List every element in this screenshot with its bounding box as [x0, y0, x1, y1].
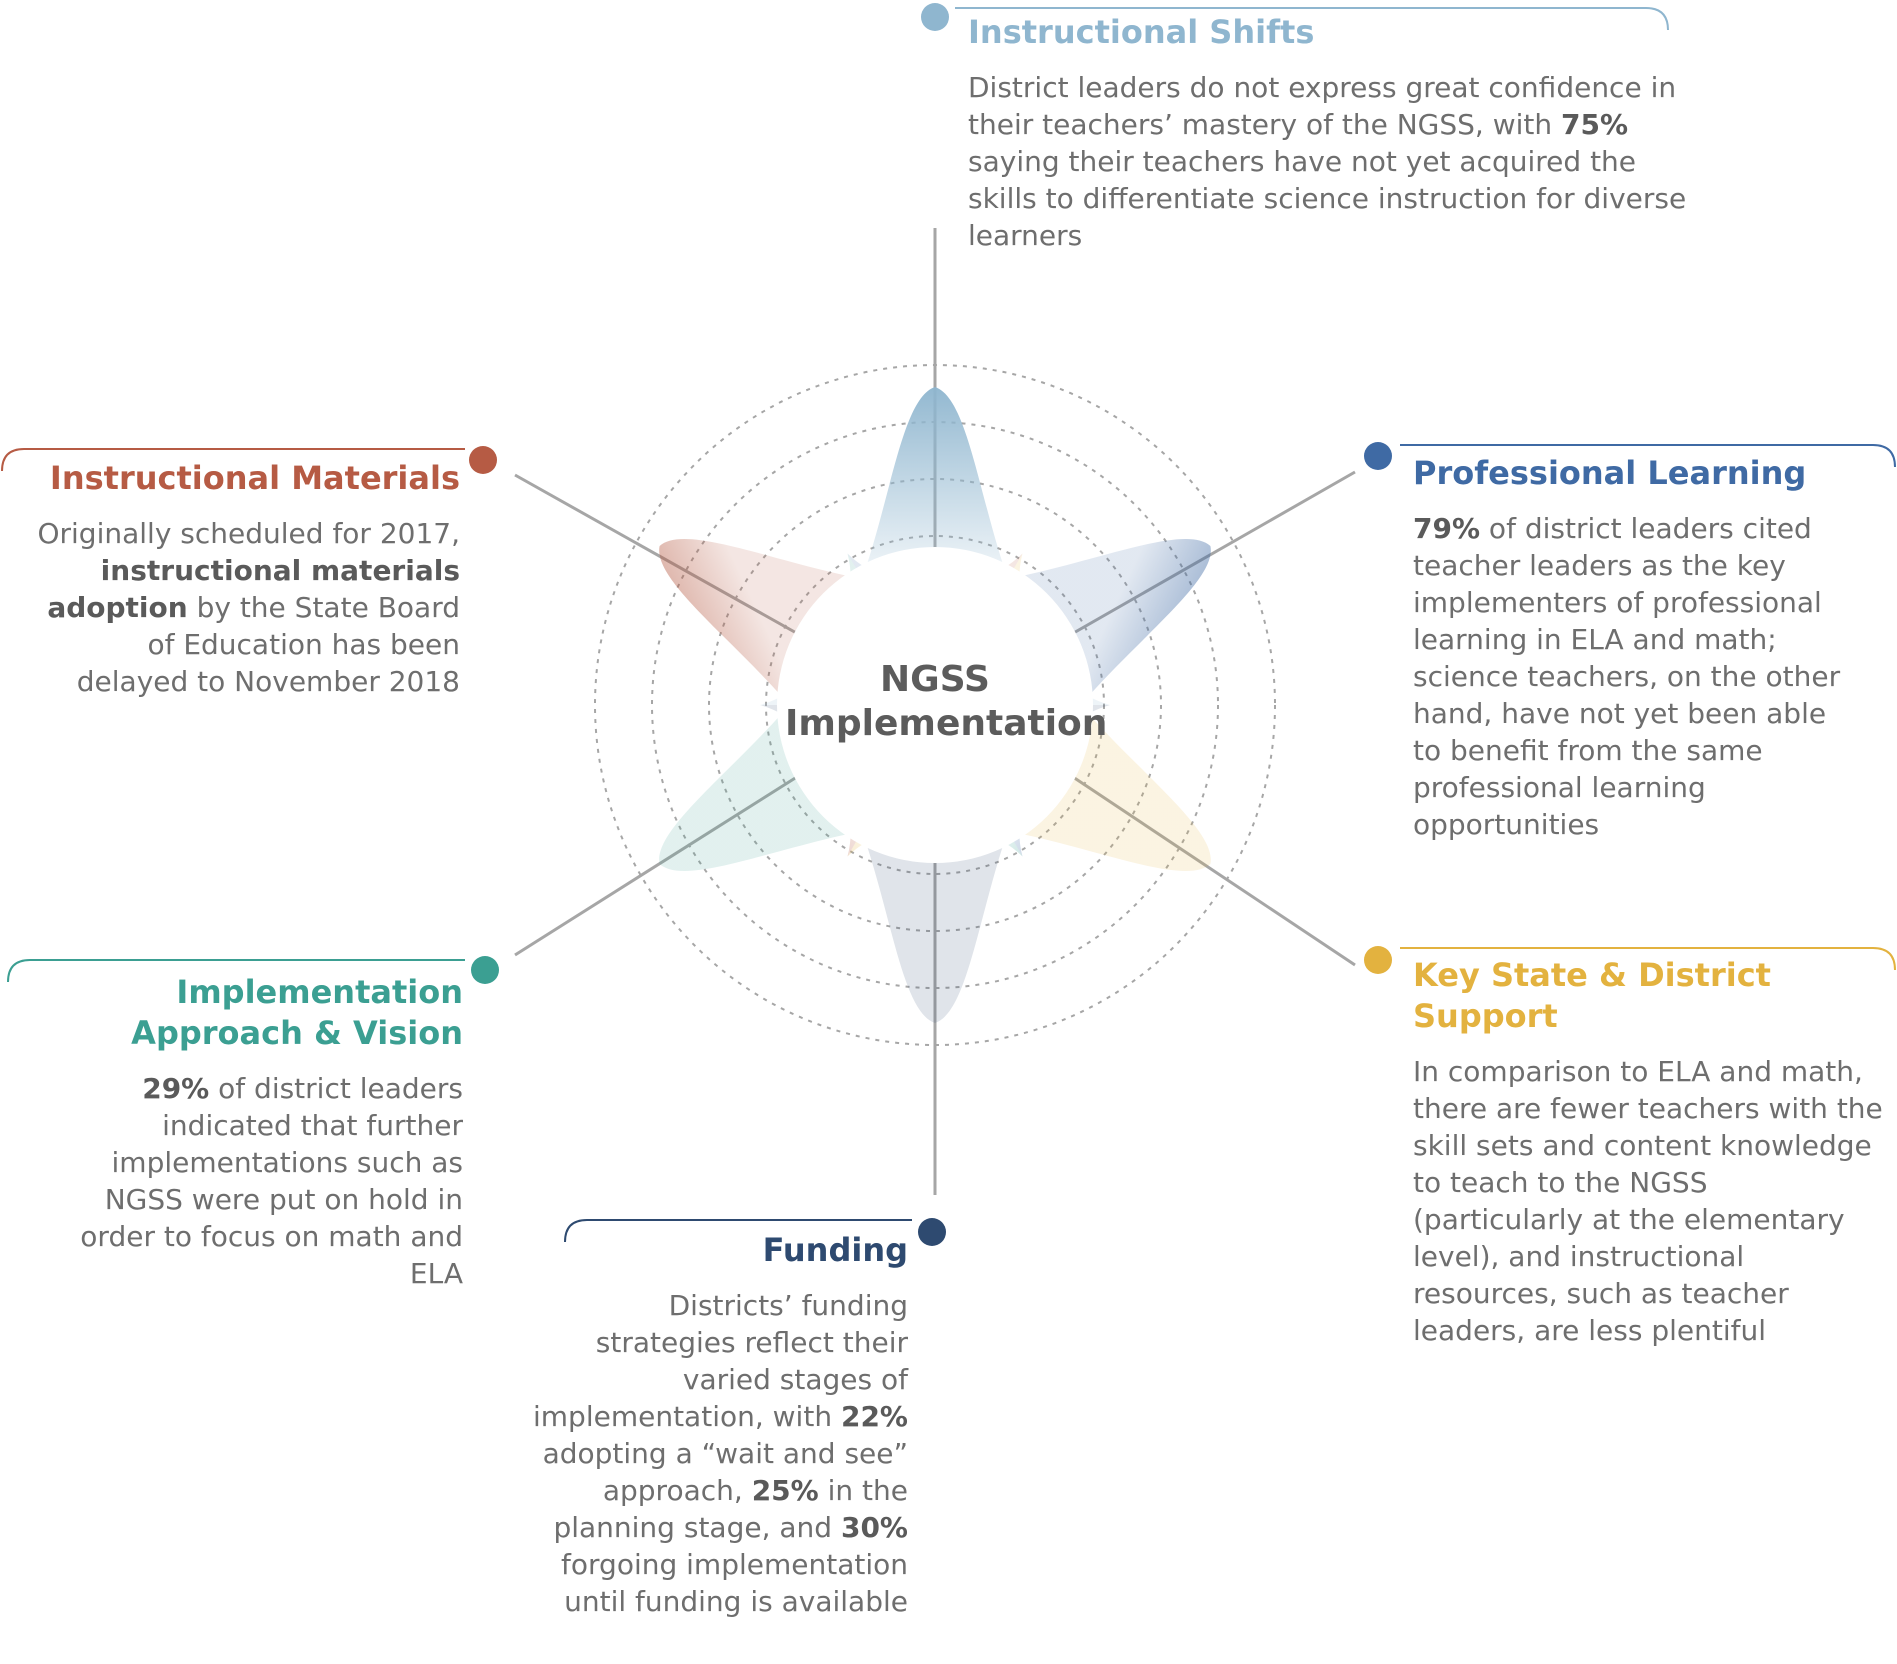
panel-body-funding: Districts’ funding strategies reflect th…: [520, 1287, 908, 1620]
panel-funding: Funding Districts’ funding strategies re…: [520, 1230, 908, 1620]
stat-highlight: 30%: [840, 1510, 908, 1544]
panel-professional-learning: Professional Learning 79% of district le…: [1413, 453, 1863, 843]
body-text: forgoing implementation until funding is…: [561, 1547, 908, 1618]
stat-highlight: 29%: [142, 1071, 210, 1105]
dot-instructional-materials: [469, 446, 497, 474]
dot-instructional-shifts: [921, 3, 949, 31]
panel-instructional-materials: Instructional Materials Originally sched…: [30, 458, 460, 700]
panel-key-state-district-support: Key State & District Support In comparis…: [1413, 955, 1883, 1349]
bracket-implementation-approach: [7, 959, 465, 983]
dot-funding: [918, 1218, 946, 1246]
body-text: by the State Board of Education has been…: [76, 590, 460, 698]
panel-title-funding: Funding: [762, 1231, 908, 1269]
panel-title-key-support: Key State & District Support: [1413, 956, 1771, 1035]
panel-body-key-support: In comparison to ELA and math, there are…: [1413, 1054, 1883, 1347]
bracket-key-support: [1400, 947, 1896, 971]
body-text: Districts’ funding strategies reflect th…: [533, 1288, 908, 1433]
panel-body-instructional-shifts: District leaders do not express great co…: [968, 69, 1688, 254]
panel-instructional-shifts: Instructional Shifts District leaders do…: [968, 12, 1688, 254]
panel-dots: [469, 3, 1392, 1246]
body-text: of district leaders cited teacher leader…: [1413, 511, 1841, 841]
stat-highlight: 79%: [1413, 511, 1481, 545]
body-text: saying their teachers have not yet acqui…: [968, 144, 1687, 252]
stat-highlight: 25%: [751, 1473, 819, 1507]
panel-body-instructional-materials: Originally scheduled for 2017, instructi…: [30, 515, 460, 700]
bracket-instructional-shifts: [955, 7, 1669, 31]
panel-body-professional-learning: 79% of district leaders cited teacher le…: [1413, 510, 1863, 843]
title-line: Approach & Vision: [131, 1013, 463, 1052]
panel-title-instructional-materials: Instructional Materials: [49, 459, 460, 497]
body-text: adopting a “wait and see” approach,: [542, 1436, 908, 1507]
title-line: Implementation: [176, 973, 463, 1011]
dot-professional-learning: [1364, 442, 1392, 470]
stat-highlight: 75%: [1561, 107, 1629, 141]
stat-highlight: 22%: [840, 1399, 908, 1433]
panel-title-instructional-shifts: Instructional Shifts: [968, 13, 1315, 51]
body-text: District leaders do not express great co…: [968, 70, 1677, 141]
bracket-instructional-materials: [1, 448, 465, 472]
stat-highlight: instructional materials adoption: [47, 553, 460, 624]
dot-implementation-approach: [471, 956, 499, 984]
panel-brackets: [1, 7, 1896, 1243]
panel-body-implementation-approach: 29% of district leaders indicated that f…: [60, 1070, 463, 1292]
panel-title-professional-learning: Professional Learning: [1413, 454, 1807, 492]
center-label-line1: NGSS: [880, 659, 990, 700]
bracket-professional-learning: [1400, 444, 1896, 468]
center-circle: [777, 547, 1093, 863]
bracket-funding: [564, 1219, 912, 1243]
center-label-line2: Implementation: [785, 703, 1108, 744]
body-text: Originally scheduled for 2017,: [37, 516, 460, 550]
center-label: NGSS Implementation: [785, 658, 1108, 746]
dot-key-support: [1364, 946, 1392, 974]
dotted-ring-3: [708, 478, 1162, 932]
body-text: of district leaders indicated that furth…: [80, 1071, 463, 1290]
body-text: in the planning stage, and: [553, 1473, 908, 1544]
